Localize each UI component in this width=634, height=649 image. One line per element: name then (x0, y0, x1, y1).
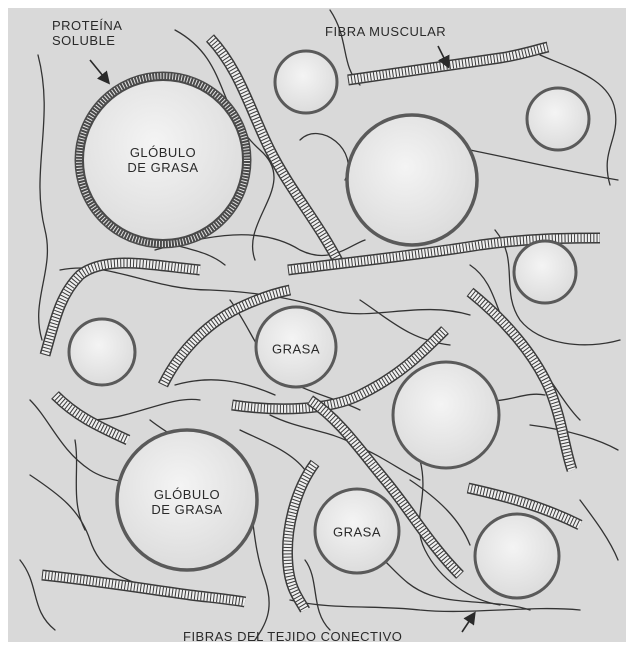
label-fat-bottom: GRASA (333, 525, 381, 540)
label-fat-center: GRASA (272, 342, 320, 357)
label-fat-globule-bottom-line2: DE GRASA (151, 502, 222, 517)
label-muscle-fiber: FIBRA MUSCULAR (325, 24, 446, 39)
globule-small-top (275, 51, 337, 113)
label-fat-globule-top: GLÓBULO DE GRASA (127, 145, 198, 175)
label-fat-globule-top-line2: DE GRASA (127, 160, 198, 175)
globule-right-mid (514, 241, 576, 303)
label-fat-globule-bottom-line1: GLÓBULO (151, 487, 222, 502)
label-soluble-protein-line2: SOLUBLE (52, 33, 122, 48)
globule-bottom-right (475, 514, 559, 598)
globule-top-right (527, 88, 589, 150)
label-connective-fibers: FIBRAS DEL TEJIDO CONECTIVO (183, 629, 402, 644)
label-soluble-protein-line1: PROTEÍNA (52, 18, 122, 33)
globule-large-center (347, 115, 477, 245)
label-soluble-protein: PROTEÍNA SOLUBLE (52, 18, 122, 48)
globule-left-mid (69, 319, 135, 385)
globule-right-large (393, 362, 499, 468)
label-fat-globule-top-line1: GLÓBULO (127, 145, 198, 160)
label-fat-globule-bottom: GLÓBULO DE GRASA (151, 487, 222, 517)
